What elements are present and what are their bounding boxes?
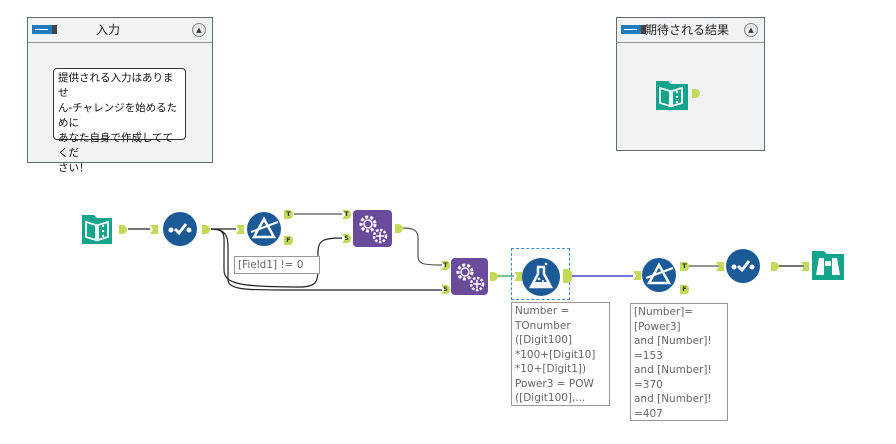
output-anchor[interactable] <box>119 225 127 234</box>
false-anchor[interactable]: F <box>284 236 293 245</box>
append-fields-tool[interactable] <box>451 258 488 295</box>
input-anchor[interactable] <box>716 262 724 271</box>
false-anchor[interactable]: F <box>680 285 689 294</box>
comment-line: さい！ <box>58 162 90 174</box>
collapse-icon[interactable]: ▲ <box>192 23 206 37</box>
formula-tool[interactable] <box>522 258 560 296</box>
formula-annotation: Number = TOnumber ([Digit100] *100+[Digi… <box>511 302 610 406</box>
container-toggle-icon[interactable] <box>621 25 646 34</box>
prism-icon <box>642 258 676 292</box>
comment-line: 提供される入力はありませ <box>58 72 174 99</box>
wire <box>210 228 343 288</box>
binoculars-icon <box>812 251 844 280</box>
checkmark-icon <box>163 212 197 246</box>
filter-annotation: [Field1] != 0 <box>234 256 320 274</box>
true-anchor[interactable]: T <box>284 210 293 219</box>
comment-line: あなた自身で作成しててくだ <box>58 132 174 159</box>
target-anchor[interactable]: T <box>342 210 351 219</box>
comment-line: ん-チャレンジを始めるために <box>58 102 178 129</box>
container-header[interactable]: 入力 ▲ <box>28 18 212 43</box>
filter-annotation: [Number]= [Power3] and [Number]! =153 an… <box>630 303 728 421</box>
input-data-tool-expected[interactable] <box>654 78 690 112</box>
browse-tool[interactable] <box>810 248 846 282</box>
select-tool[interactable] <box>163 212 197 246</box>
append-fields-tool[interactable] <box>353 210 392 247</box>
output-anchor[interactable] <box>395 224 403 233</box>
wire <box>210 228 442 291</box>
prism-icon <box>247 212 281 246</box>
container-title: 入力 <box>96 23 121 37</box>
flask-icon <box>522 258 560 296</box>
input-anchor[interactable] <box>633 271 641 280</box>
input-anchor[interactable] <box>236 225 244 234</box>
input-data-tool[interactable] <box>80 212 114 246</box>
input-anchor[interactable] <box>514 272 522 281</box>
source-anchor[interactable]: S <box>441 285 450 294</box>
target-anchor[interactable]: T <box>441 261 450 270</box>
true-anchor[interactable]: T <box>680 262 689 271</box>
output-anchor[interactable] <box>202 225 210 234</box>
input-anchor[interactable] <box>801 262 809 271</box>
output-anchor[interactable] <box>692 89 700 98</box>
source-anchor[interactable]: S <box>342 234 351 243</box>
filter-tool[interactable] <box>642 258 676 292</box>
container-expected-results[interactable]: 期待される結果 ▲ <box>616 17 765 151</box>
output-anchor[interactable] <box>771 262 779 271</box>
book-icon <box>656 81 688 110</box>
container-header[interactable]: 期待される結果 ▲ <box>617 18 764 43</box>
checkmark-icon <box>726 249 760 283</box>
input-anchor[interactable] <box>150 225 158 234</box>
gears-icon <box>451 258 488 295</box>
container-title: 期待される結果 <box>645 23 730 37</box>
gears-icon <box>353 210 392 247</box>
output-anchor[interactable] <box>563 269 572 283</box>
container-toggle-icon[interactable] <box>32 25 57 34</box>
book-icon <box>82 215 112 244</box>
wire <box>402 227 443 266</box>
select-tool[interactable] <box>726 249 760 283</box>
container-input[interactable]: 入力 ▲ 提供される入力はありませ ん-チャレンジを始めるために あなた自身で作… <box>27 17 213 174</box>
output-anchor[interactable] <box>490 272 498 281</box>
collapse-icon[interactable]: ▲ <box>744 23 758 37</box>
comment-box[interactable]: 提供される入力はありませ ん-チャレンジを始めるために あなた自身で作成しててく… <box>53 68 186 174</box>
filter-tool[interactable] <box>247 212 281 246</box>
